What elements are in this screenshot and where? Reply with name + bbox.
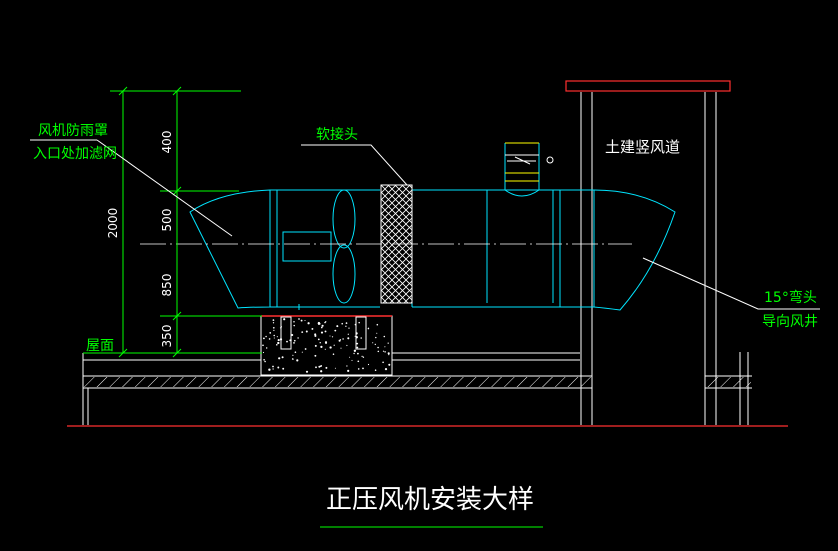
right-slab-hatch	[706, 377, 751, 387]
hood-label-line2: 入口处加滤网	[33, 146, 117, 162]
soft-joint-label: 软接头	[316, 126, 358, 143]
damper-actuator	[505, 142, 539, 182]
drawing-title: 正压风机安装大样	[326, 485, 534, 515]
vertical-shaft	[580, 92, 749, 425]
dim-350: 350	[160, 325, 174, 348]
dimension-lines	[83, 86, 262, 358]
fan-blade-top	[332, 189, 356, 249]
fan-blade-bottom	[332, 244, 356, 304]
fan-motor	[282, 231, 332, 262]
elbow-label-line1: 15°弯头	[764, 289, 817, 306]
left-wall	[82, 353, 89, 425]
hood-label-line1: 风机防雨罩	[38, 123, 108, 139]
duct-assembly	[189, 143, 676, 311]
elbow-leader	[642, 257, 820, 310]
dim-total-2000: 2000	[106, 208, 120, 239]
damper-valve	[504, 189, 540, 197]
elbow-label-line2: 导向风井	[762, 314, 818, 330]
dim-500: 500	[160, 209, 174, 232]
dim-400: 400	[160, 131, 174, 154]
roof-structure	[82, 375, 752, 389]
roof-label: 屋面	[86, 338, 114, 354]
concrete-base	[260, 315, 393, 376]
dim-850: 850	[160, 274, 174, 297]
soft-joint-leader	[301, 144, 408, 186]
shaft-cap	[565, 80, 731, 92]
elbow-15deg	[593, 189, 676, 311]
leader-lines	[30, 139, 820, 310]
damper-lever	[505, 154, 554, 165]
roof-slab-hatch	[84, 377, 591, 387]
shaft-label: 土建竖风道	[605, 138, 680, 156]
